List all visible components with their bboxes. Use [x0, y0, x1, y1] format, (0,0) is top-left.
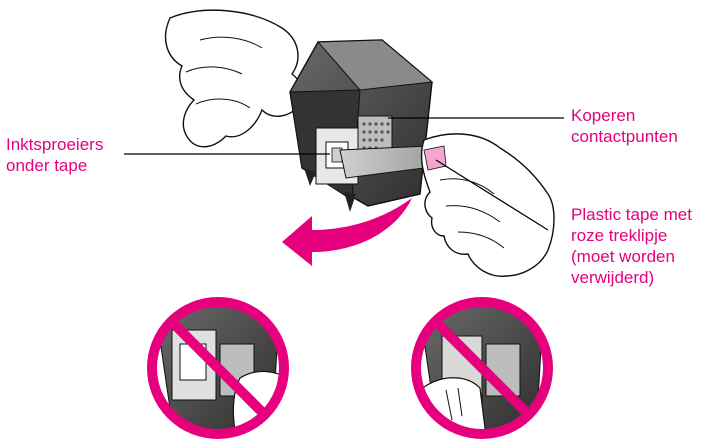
label-plastic-tape-line-4: verwijderd) — [571, 267, 692, 288]
label-copper-contacts: Koperen contactpunten — [571, 105, 678, 147]
left-hand — [166, 10, 303, 147]
label-copper-contacts-line-2: contactpunten — [571, 126, 678, 147]
label-ink-nozzles-line-1: Inktsproeiers — [6, 134, 103, 155]
label-plastic-tape-line-1: Plastic tape met — [571, 204, 692, 225]
label-ink-nozzles: Inktsproeiers onder tape — [6, 134, 103, 176]
label-copper-contacts-line-1: Koperen — [571, 105, 678, 126]
label-plastic-tape: Plastic tape met roze treklipje (moet wo… — [571, 204, 692, 288]
prohibited-example-left — [150, 300, 290, 436]
label-ink-nozzles-line-2: onder tape — [6, 155, 103, 176]
pink-pull-tab — [424, 146, 446, 170]
prohibited-example-right — [414, 300, 550, 436]
curved-arrow-icon — [282, 198, 412, 266]
label-plastic-tape-line-2: roze treklipje — [571, 225, 692, 246]
label-plastic-tape-line-3: (moet worden — [571, 246, 692, 267]
